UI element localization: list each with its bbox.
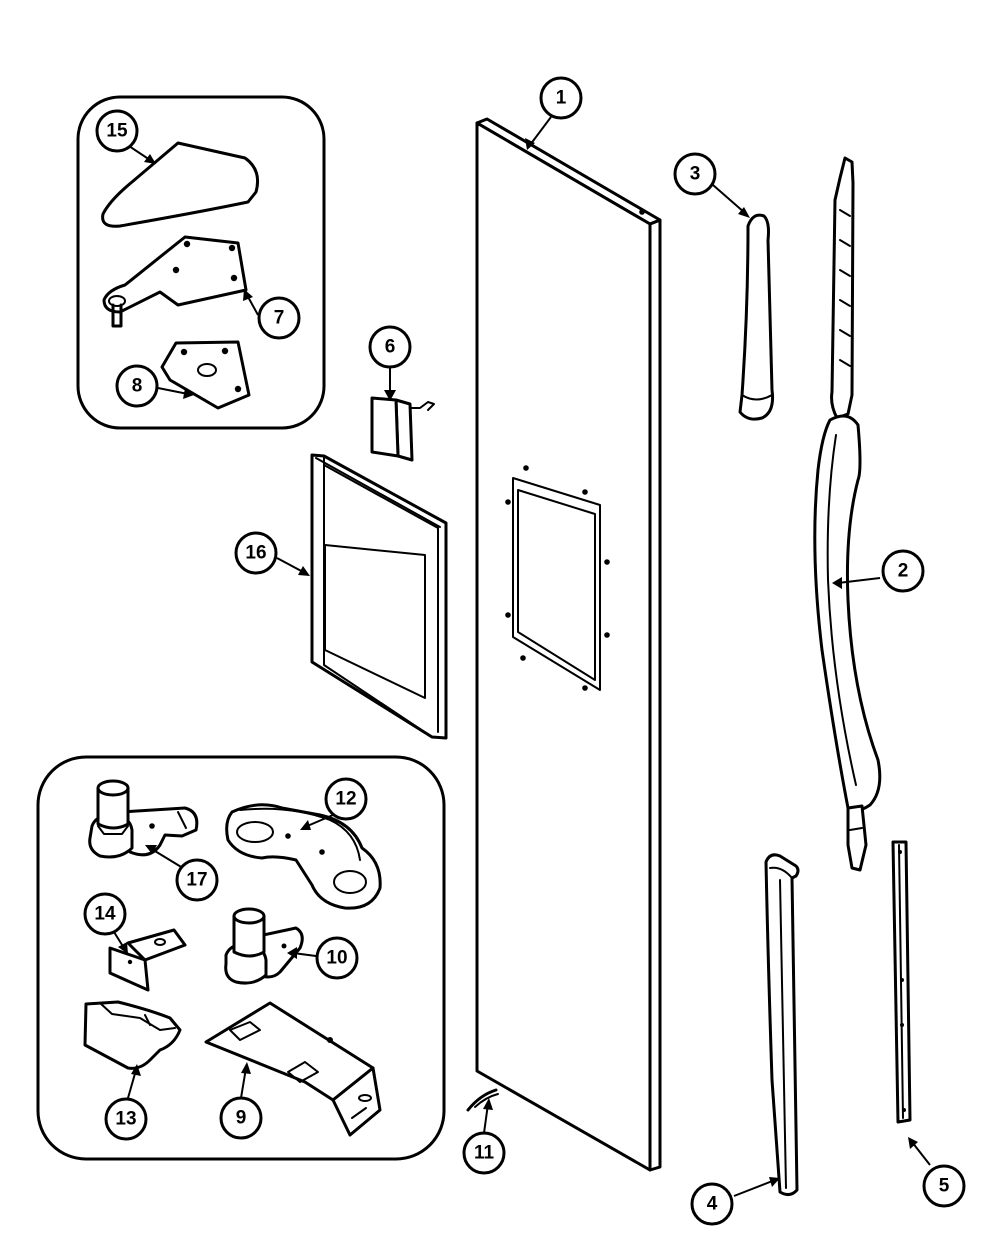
callout-9: 9 xyxy=(219,1096,263,1140)
callout-6-label: 6 xyxy=(385,337,396,358)
callout-14: 14 xyxy=(83,892,127,936)
callout-16: 16 xyxy=(234,531,278,575)
inset-box-hinge-top xyxy=(76,95,326,430)
callout-15: 15 xyxy=(95,109,139,153)
part-3-end-cap xyxy=(738,213,774,421)
callout-5-label: 5 xyxy=(939,1176,950,1197)
part-5-strip xyxy=(891,840,912,1124)
callout-8: 8 xyxy=(115,364,159,408)
callout-17-label: 17 xyxy=(186,870,207,891)
part-17-hinge-bracket xyxy=(88,779,199,859)
part-14-bracket xyxy=(108,928,187,992)
part-10-hinge-pin xyxy=(224,907,304,985)
part-7-top-hinge xyxy=(102,235,248,328)
inset-box-hinge-bottom xyxy=(36,755,446,1161)
part-13-cover xyxy=(83,1000,182,1070)
part-11-seal xyxy=(466,1088,499,1112)
part-16-dispenser-frame xyxy=(310,453,448,740)
part-6-pad xyxy=(370,396,435,462)
callout-6: 6 xyxy=(368,325,412,369)
callout-7-label: 7 xyxy=(274,308,285,329)
part-2-handle xyxy=(813,156,882,872)
part-12-cam xyxy=(225,803,382,910)
callout-12: 12 xyxy=(324,777,368,821)
callout-11: 11 xyxy=(462,1131,506,1175)
part-9-hinge-plate xyxy=(204,1001,382,1137)
callout-11-label: 11 xyxy=(474,1143,495,1164)
callout-1: 1 xyxy=(539,76,583,120)
part-1-door xyxy=(475,117,662,1172)
callout-16-label: 16 xyxy=(245,543,266,564)
part-15-hinge-cover xyxy=(101,141,260,228)
callout-13: 13 xyxy=(104,1097,148,1141)
callout-14-label: 14 xyxy=(94,904,116,925)
callout-9-label: 9 xyxy=(236,1108,247,1129)
callout-2: 2 xyxy=(881,549,925,593)
callout-8-label: 8 xyxy=(132,376,143,397)
callout-10-label: 10 xyxy=(326,948,347,969)
callout-13-label: 13 xyxy=(115,1109,136,1130)
part-4-trim xyxy=(764,853,800,1197)
callout-3-label: 3 xyxy=(690,164,701,185)
callout-7: 7 xyxy=(257,296,301,340)
callout-1-label: 1 xyxy=(556,88,567,109)
callout-17: 17 xyxy=(175,858,219,902)
callout-5: 5 xyxy=(922,1164,966,1208)
callout-4: 4 xyxy=(690,1182,734,1226)
callout-10: 10 xyxy=(315,936,359,980)
callout-3: 3 xyxy=(673,152,717,196)
callout-12-label: 12 xyxy=(335,789,356,810)
callout-2-label: 2 xyxy=(898,561,909,582)
callout-15-label: 15 xyxy=(106,121,128,142)
callout-4-label: 4 xyxy=(707,1194,718,1215)
part-8-shim xyxy=(160,340,251,410)
